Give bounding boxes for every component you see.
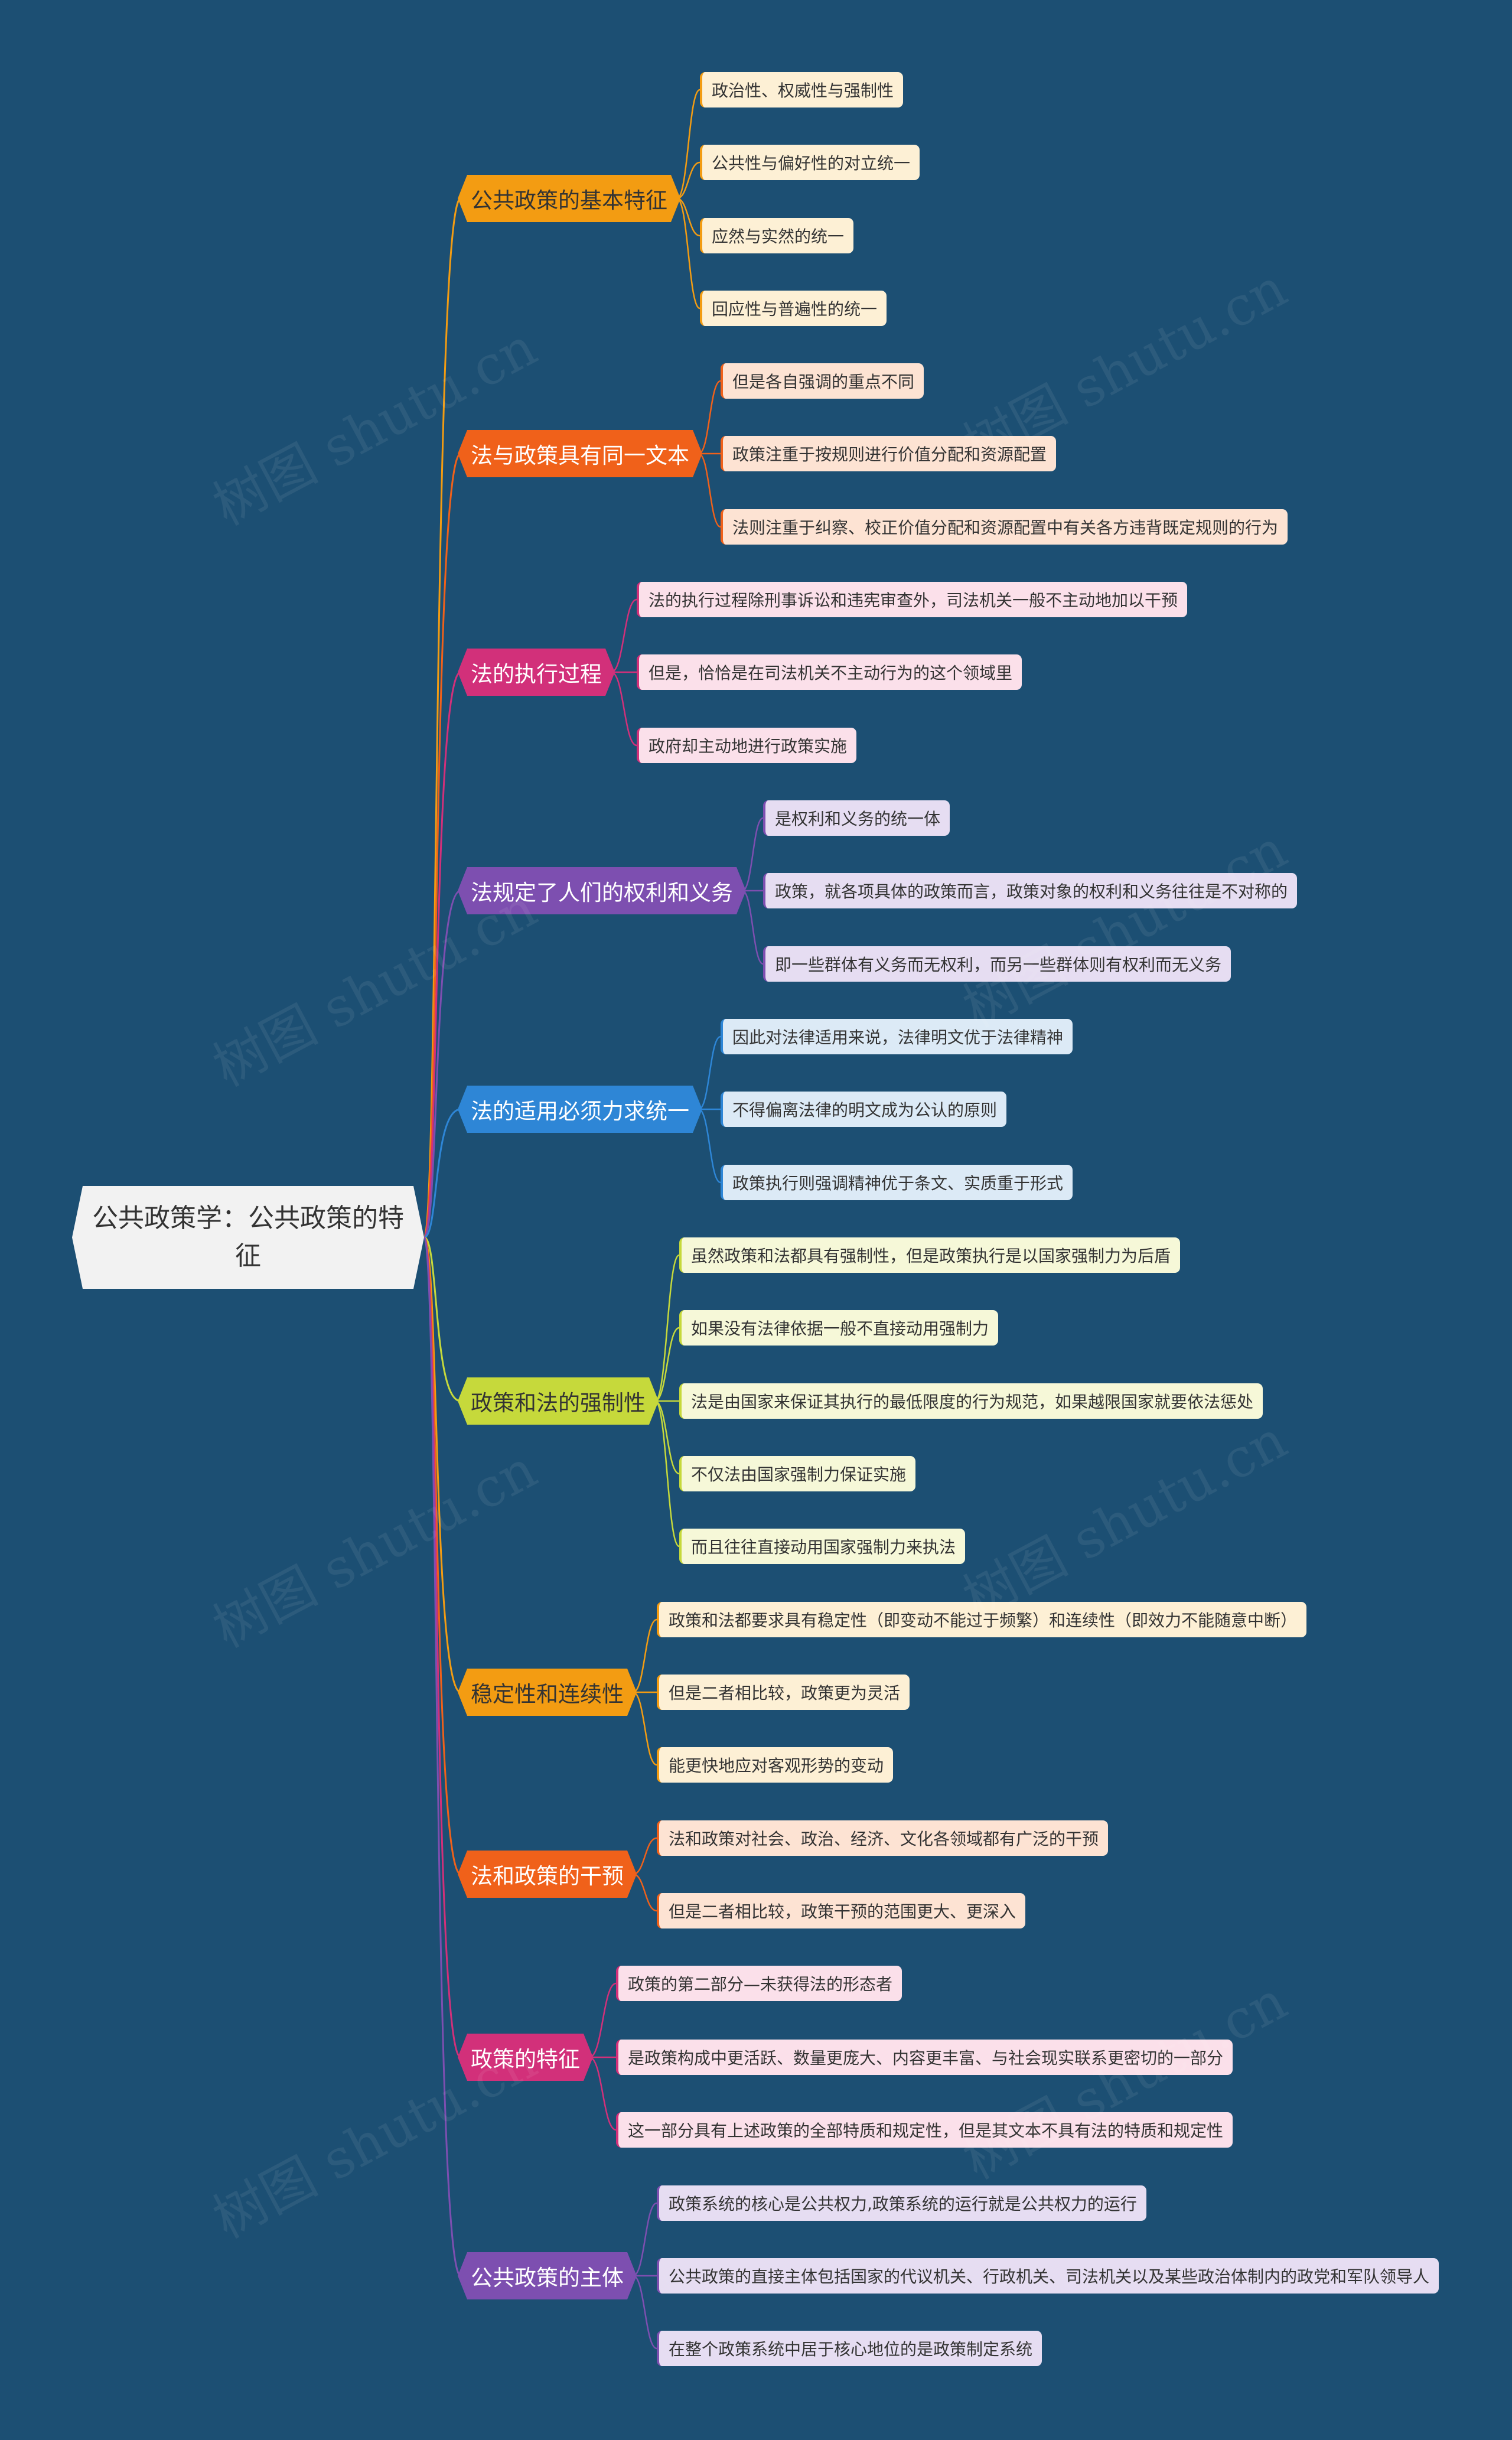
branch-node-9[interactable]: 政策的特征: [458, 2034, 593, 2081]
branch-leaf-link: [633, 2275, 657, 2350]
branch-node-2[interactable]: 法与政策具有同一文本: [458, 430, 702, 477]
branch-node-4[interactable]: 法规定了人们的权利和义务: [458, 867, 746, 914]
root-branch-link-10: [423, 1236, 462, 2277]
branch-node-7[interactable]: 稳定性和连续性: [458, 1669, 637, 1716]
root-node[interactable]: 公共政策学：公共政策的特征: [72, 1186, 424, 1289]
branch-leaf-link: [698, 380, 721, 455]
branch-leaf-link: [698, 1108, 721, 1184]
leaf-node[interactable]: 虽然政策和法都具有强制性，但是政策执行是以国家强制力为后盾: [679, 1237, 1181, 1273]
branch-node-1[interactable]: 公共政策的基本特征: [458, 175, 680, 222]
branch-leaf-link: [742, 817, 764, 892]
leaf-node[interactable]: 但是二者相比较，政策更为灵活: [657, 1675, 910, 1710]
leaf-node[interactable]: 政策系统的核心是公共权力,政策系统的运行就是公共权力的运行: [657, 2185, 1146, 2221]
branch-leaf-link: [654, 1254, 680, 1402]
branch-leaf-link: [698, 452, 721, 528]
branch-node-5[interactable]: 法的适用必须力求统一: [458, 1086, 702, 1133]
branch-leaf-link: [633, 1837, 657, 1875]
leaf-node[interactable]: 如果没有法律依据一般不直接动用强制力: [679, 1310, 999, 1346]
leaf-node[interactable]: 能更快地应对客观形势的变动: [657, 1747, 894, 1783]
leaf-node[interactable]: 政策和法都要求具有稳定性（即变动不能过于频繁）和连续性（即效力不能随意中断）: [657, 1602, 1307, 1637]
leaf-node[interactable]: 法则注重于纠察、校正价值分配和资源配置中有关各方违背既定规则的行为: [721, 509, 1288, 545]
leaf-node[interactable]: 这一部分具有上述政策的全部特质和规定性，但是其文本不具有法的特质和规定性: [616, 2112, 1233, 2148]
branch-leaf-link: [654, 1400, 680, 1548]
branch-leaf-link: [589, 1982, 617, 2058]
root-branch-link-1: [423, 197, 462, 1239]
branch-leaf-link: [633, 1873, 657, 1912]
leaf-node[interactable]: 回应性与普遍性的统一: [700, 291, 887, 326]
branch-leaf-link: [698, 1035, 721, 1110]
root-branch-link-3: [423, 671, 461, 1239]
branch-leaf-link: [589, 2056, 617, 2131]
leaf-node[interactable]: 即一些群体有义务而无权利，而另一些群体则有权利而无义务: [763, 946, 1231, 982]
leaf-node[interactable]: 公共政策的直接主体包括国家的代议机关、行政机关、司法机关以及某些政治体制内的政党…: [657, 2258, 1439, 2294]
branch-leaf-link: [654, 1400, 680, 1475]
leaf-node[interactable]: 应然与实然的统一: [700, 218, 854, 253]
root-branch-link-6: [423, 1236, 461, 1402]
root-branch-link-4: [423, 890, 461, 1239]
branch-leaf-link: [676, 197, 700, 310]
branch-leaf-link: [633, 1691, 657, 1766]
leaf-node[interactable]: 政策，就各项具体的政策而言，政策对象的权利和义务往往是不对称的: [763, 873, 1298, 908]
leaf-node[interactable]: 但是各自强调的重点不同: [721, 363, 924, 399]
root-branch-link-5: [423, 1108, 461, 1239]
leaf-node[interactable]: 不仅法由国家强制力保证实施: [679, 1456, 916, 1491]
branch-node-3[interactable]: 法的执行过程: [458, 649, 615, 696]
leaf-node[interactable]: 不得偏离法律的明文成为公认的原则: [721, 1092, 1007, 1127]
branch-leaf-link: [611, 598, 637, 673]
leaf-node[interactable]: 法和政策对社会、政治、经济、文化各领域都有广泛的干预: [657, 1820, 1109, 1856]
branch-leaf-link: [633, 2202, 657, 2277]
leaf-node[interactable]: 公共性与偏好性的对立统一: [700, 145, 920, 180]
root-branch-link-8: [423, 1236, 461, 1875]
branch-node-8[interactable]: 法和政策的干预: [458, 1851, 637, 1898]
leaf-node[interactable]: 政策执行则强调精神优于条文、实质重于形式: [721, 1165, 1073, 1200]
leaf-node[interactable]: 是政策构成中更活跃、数量更庞大、内容更丰富、与社会现实联系更密切的一部分: [616, 2040, 1233, 2075]
leaf-node[interactable]: 政策的第二部分—未获得法的形态者: [616, 1966, 902, 2001]
leaf-node[interactable]: 但是二者相比较，政策干预的范围更大、更深入: [657, 1893, 1026, 1928]
branch-leaf-link: [611, 671, 637, 747]
leaf-node[interactable]: 法的执行过程除刑事诉讼和违宪审查外，司法机关一般不主动地加以干预: [637, 582, 1188, 617]
leaf-node[interactable]: 因此对法律适用来说，法律明文优于法律精神: [721, 1019, 1073, 1054]
leaf-node[interactable]: 政府却主动地进行政策实施: [637, 728, 857, 763]
branch-node-6[interactable]: 政策和法的强制性: [458, 1377, 659, 1425]
leaf-node[interactable]: 是权利和义务的统一体: [763, 800, 950, 836]
root-title: 公共政策学：公共政策的特征: [92, 1203, 404, 1271]
branch-leaf-link: [633, 1618, 657, 1693]
branch-leaf-link: [654, 1327, 680, 1402]
leaf-node[interactable]: 法是由国家来保证其执行的最低限度的行为规范，如果越限国家就要依法惩处: [679, 1383, 1263, 1419]
leaf-node[interactable]: 但是，恰恰是在司法机关不主动行为的这个领域里: [637, 654, 1022, 690]
branch-node-10[interactable]: 公共政策的主体: [458, 2252, 637, 2299]
leaf-node[interactable]: 而且往往直接动用国家强制力来执法: [679, 1529, 966, 1564]
leaf-node[interactable]: 政治性、权威性与强制性: [700, 72, 904, 107]
branch-leaf-link: [676, 89, 700, 200]
branch-leaf-link: [676, 197, 700, 237]
root-branch-link-2: [423, 452, 461, 1239]
leaf-node[interactable]: 政策注重于按规则进行价值分配和资源配置: [721, 436, 1057, 471]
branch-leaf-link: [742, 890, 764, 965]
leaf-node[interactable]: 在整个政策系统中居于核心地位的是政策制定系统: [657, 2331, 1042, 2366]
